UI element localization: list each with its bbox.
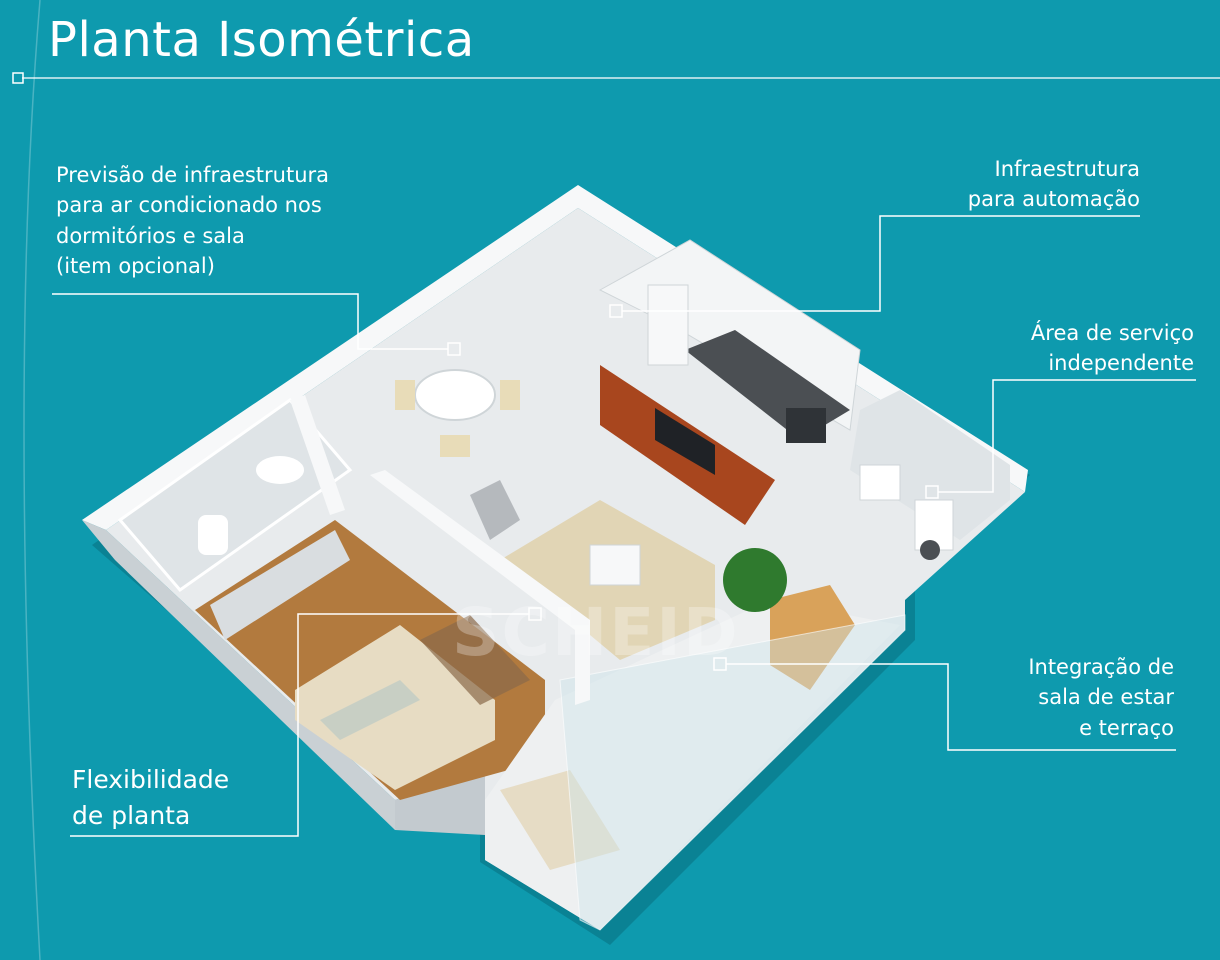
terrace-sofa <box>500 770 620 870</box>
laundry-sink <box>859 464 901 501</box>
leader-automacao <box>622 215 1140 312</box>
callout-area-servico: Área de serviço independente <box>1031 318 1194 379</box>
television <box>655 408 715 475</box>
glass-railing <box>559 614 906 931</box>
callout-integracao: Integração de sala de estar e terraço <box>1028 652 1174 743</box>
title-marker <box>12 72 24 84</box>
watermark: SCHEID <box>452 594 740 671</box>
sink <box>256 456 304 484</box>
dining-chair <box>440 435 470 457</box>
callout-line: de planta <box>72 801 191 831</box>
armchair <box>470 480 520 540</box>
leader-flexibilidade <box>70 613 529 837</box>
callout-line: dormitórios e sala <box>56 223 245 248</box>
callout-line: Flexibilidade <box>72 765 230 794</box>
dining-chair <box>500 380 520 410</box>
wardrobe <box>210 530 350 640</box>
refrigerator <box>647 284 689 366</box>
callout-line: Integração de <box>1028 655 1174 679</box>
outer-wall-bottom-side <box>395 770 485 835</box>
interior-wall <box>290 395 345 515</box>
marker-flexibilidade <box>528 607 542 621</box>
callout-line: Área de serviço <box>1030 321 1194 345</box>
decorative-curve <box>23 0 41 960</box>
callout-line: Previsão de infraestrutura <box>56 163 330 187</box>
washing-machine-door <box>920 540 940 560</box>
callout-line: sala de estar <box>1038 685 1174 710</box>
bedroom-rug <box>420 615 530 705</box>
callout-automacao: Infraestrutura para automação <box>968 154 1140 215</box>
marker-integracao <box>713 657 727 671</box>
callout-ar-condicionado: Previsão de infraestrutura para ar condi… <box>56 160 329 282</box>
leader-area-servico <box>938 379 1196 493</box>
apartment-model <box>82 185 1030 945</box>
bed-pillows <box>320 680 420 740</box>
marker-automacao <box>609 304 623 318</box>
cooktop <box>786 408 826 443</box>
dining-table <box>414 369 496 421</box>
marker-ar-condicionado <box>447 342 461 356</box>
callout-flexibilidade: Flexibilidade de planta <box>72 762 229 835</box>
callout-line: para automação <box>967 187 1140 212</box>
callout-line: independente <box>1048 351 1194 376</box>
outer-wall-left-side <box>82 520 395 830</box>
callout-line: (item opcional) <box>56 254 215 279</box>
callout-line: Infraestrutura <box>994 157 1140 181</box>
callout-line: e terraço <box>1079 715 1174 740</box>
service-area <box>850 390 1010 540</box>
potted-plant <box>723 548 787 612</box>
leader-ar-condicionado <box>52 293 448 350</box>
coffee-table <box>589 544 641 586</box>
callout-leaders <box>52 215 1196 837</box>
dining-chair <box>395 380 415 410</box>
page-title: Planta Isométrica <box>48 12 475 68</box>
leader-integracao <box>726 663 1176 751</box>
marker-area-servico <box>925 485 939 499</box>
bathroom <box>117 397 353 593</box>
callout-line: para ar condicionado nos <box>56 193 322 218</box>
toilet <box>198 515 228 555</box>
